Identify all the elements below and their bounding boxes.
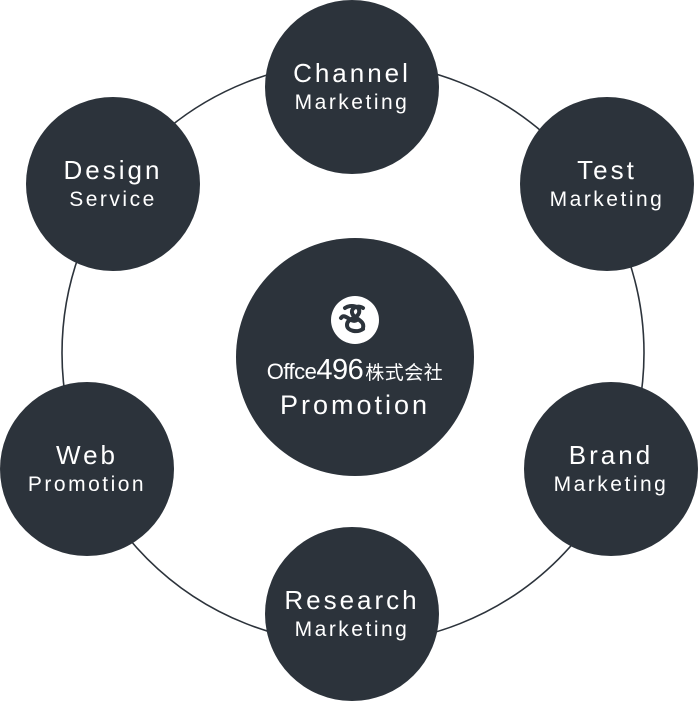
node-channel-marketing: Channel Marketing (265, 0, 439, 174)
node-channel-line1: Channel (293, 58, 411, 88)
node-web-line1: Web (56, 440, 118, 470)
node-brand-marketing: Brand Marketing (524, 382, 698, 556)
node-design-line2: Service (69, 188, 157, 211)
node-design-service: Design Service (26, 97, 200, 271)
company-name-latin: Offce (266, 358, 317, 384)
node-brand-line2: Marketing (553, 473, 669, 496)
node-test-line1: Test (577, 155, 637, 185)
node-brand-line1: Brand (568, 440, 654, 470)
node-research-line1: Research (284, 585, 420, 615)
node-research-marketing: Research Marketing (265, 527, 439, 701)
node-web-promotion: Web Promotion (0, 382, 174, 556)
node-design-line1: Design (63, 155, 163, 185)
office496-logo-icon (331, 295, 379, 344)
node-test-line2: Marketing (549, 188, 665, 211)
node-web-line2: Promotion (27, 473, 147, 496)
center-title: Promotion (279, 389, 431, 420)
node-research-line2: Marketing (294, 618, 410, 641)
company-name-japanese: 株式会社 (365, 362, 444, 384)
node-test-marketing: Test Marketing (520, 97, 694, 271)
company-name-number: 496 (316, 353, 364, 386)
node-channel-line2: Marketing (294, 91, 410, 114)
